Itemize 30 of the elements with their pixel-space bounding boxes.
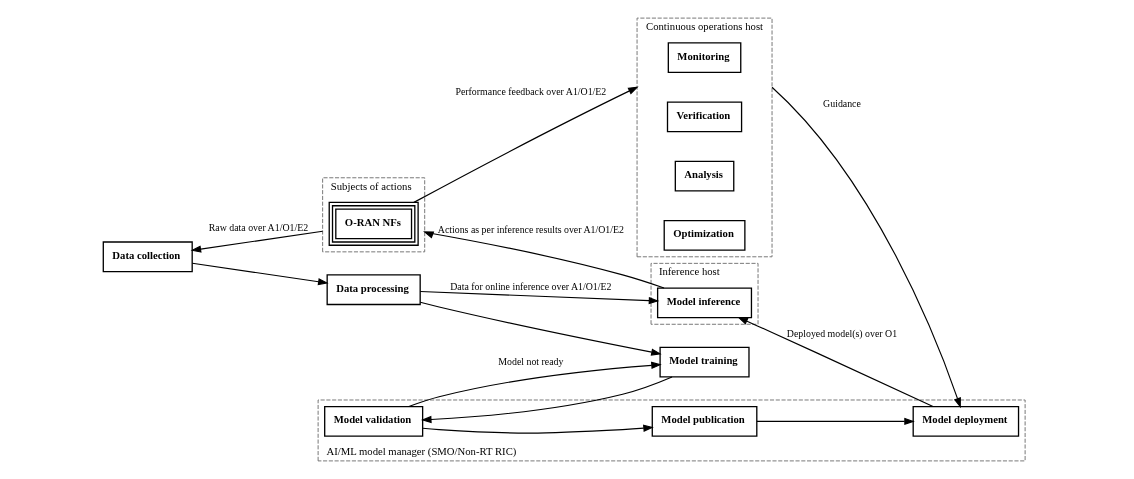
edge-label: Data for online inference over A1/O1/E2 <box>449 281 611 293</box>
arrow <box>420 376 673 424</box>
node-box: Monitoring <box>667 42 741 74</box>
arrow <box>736 317 934 408</box>
arrow <box>421 424 654 434</box>
edge-label: Guidance <box>822 97 861 109</box>
node-box: Model inference <box>656 287 752 319</box>
arrow <box>412 86 639 203</box>
node-box: Model training <box>658 346 750 378</box>
node-box: Analysis <box>674 160 734 192</box>
edge-label: Model not ready <box>497 356 563 368</box>
edge-label: Raw data over A1/O1/E2 <box>208 221 308 233</box>
arrow <box>419 290 659 305</box>
arrow <box>755 417 915 426</box>
arrow <box>422 231 665 289</box>
node-box: Model deployment <box>912 405 1019 437</box>
arrow <box>407 361 662 408</box>
edge-label: Deployed model(s) over O1 <box>786 328 897 340</box>
arrow <box>191 262 329 286</box>
node-box: Model validation <box>323 405 423 437</box>
node-box: Data processing <box>326 274 421 306</box>
node-box: Optimization <box>663 219 746 251</box>
arrow <box>190 230 323 253</box>
edge-label: Performance feedback over A1/O1/E2 <box>454 86 606 98</box>
arrow <box>419 301 662 356</box>
arrow <box>770 86 961 409</box>
edge-label: Actions as per inference results over A1/O1/E2 <box>437 223 624 235</box>
node-box: Verification <box>666 101 742 133</box>
node-box: Data collection <box>102 241 193 273</box>
node-box: Model publication <box>651 405 757 437</box>
